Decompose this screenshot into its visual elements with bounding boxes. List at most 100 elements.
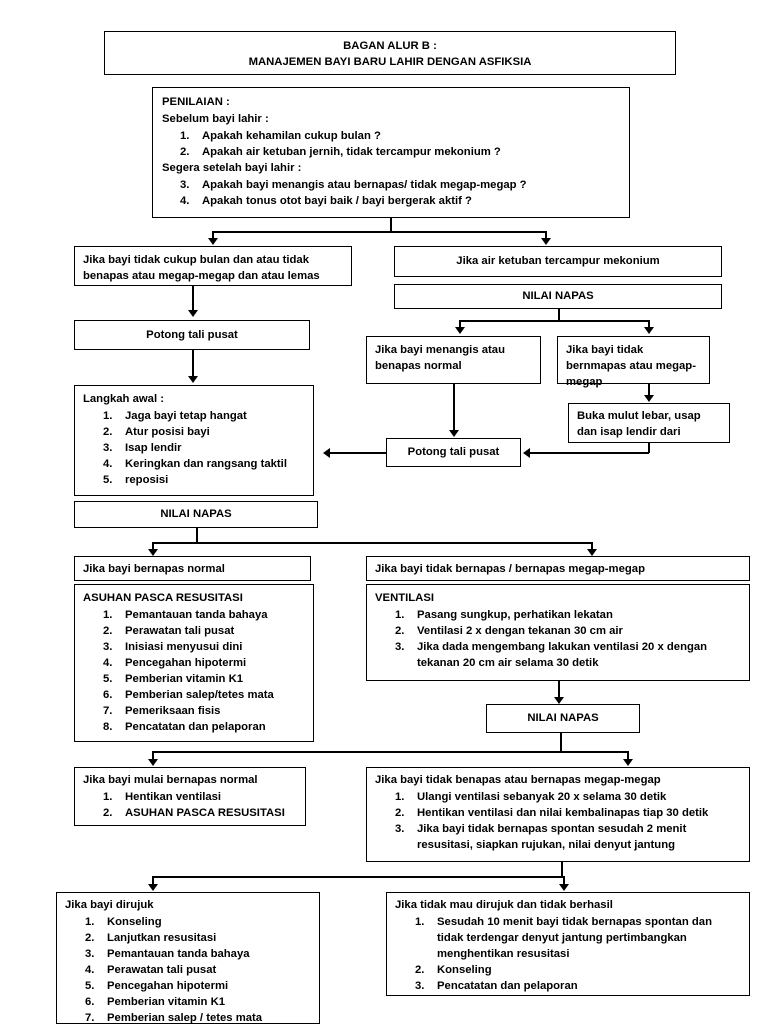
connector-nilai-bus-1 — [152, 542, 592, 544]
list-item: Pemberian vitamin K1 — [85, 994, 226, 1010]
arrow-to-branch-left — [208, 238, 218, 245]
persistent-apnea-box: Jika bayi tidak benapas atau bernapas me… — [366, 767, 750, 862]
chart-title-line2: MANAJEMEN BAYI BARU LAHIR DENGAN ASFIKSI… — [248, 56, 532, 69]
arrow-to-crying — [455, 327, 465, 334]
assess-breath-label-right: NILAI NAPAS — [522, 290, 594, 303]
list-item: Konseling — [85, 914, 162, 930]
arrow-crying-to-cut-cord — [449, 430, 459, 437]
list-item: Pemberian salep / tetes mata — [85, 1010, 263, 1026]
outcome-normal-condition-box: Jika bayi bernapas normal — [74, 556, 311, 581]
list-item: reposisi — [103, 472, 169, 488]
list-item: Ventilasi 2 x dengan tekanan 30 cm air — [395, 623, 623, 639]
arrow-to-initial-steps — [188, 376, 198, 383]
arrow-into-initial-steps — [323, 448, 330, 458]
list-item: Pencatatan dan pelaporan — [415, 978, 578, 994]
outcome-normal-condition-text: Jika bayi bernapas normal — [83, 563, 225, 575]
list-item: Pencatatan dan pelaporan — [103, 719, 266, 735]
branch-left-condition-text: Jika bayi tidak cukup bulan dan atau tid… — [83, 254, 320, 283]
chart-title-box: BAGAN ALUR B : MANAJEMEN BAYI BARU LAHIR… — [104, 31, 676, 75]
list-item: Konseling — [415, 962, 492, 978]
connector-assessment-bus — [212, 231, 546, 233]
no-referral-box: Jika tidak mau dirujuk dan tidak berhasi… — [386, 892, 750, 996]
arrow-to-outcome-apnea — [587, 549, 597, 556]
arrow-to-persistent-apnea — [623, 759, 633, 766]
list-item: Isap lendir — [103, 440, 182, 456]
branch-right-condition-text: Jika air ketuban tercampur mekonium — [456, 255, 660, 268]
list-item: Pemantauan tanda bahaya — [103, 607, 268, 623]
referral-condition-text: Jika bayi dirujuk — [65, 899, 154, 911]
assessment-list-before-birth: Apakah kehamilan cukup bulan ? Apakah ai… — [162, 128, 620, 160]
list-item: Jaga bayi tetap hangat — [103, 408, 247, 424]
persistent-apnea-condition-text: Jika bayi tidak benapas atau bernapas me… — [375, 774, 661, 786]
post-resuscitation-list: Pemantauan tanda bahaya Perawatan tali p… — [83, 607, 305, 735]
outcome-apnea-condition-box: Jika bayi tidak bernapas / bernapas mega… — [366, 556, 750, 581]
connector-ventilation-to-nilai — [558, 681, 560, 698]
ventilation-list: Pasang sungkup, perhatikan lekatan Venti… — [375, 607, 741, 671]
assess-breath-label-ventilation: NILAI NAPAS — [527, 712, 599, 725]
list-item: Pencegahan hipotermi — [103, 655, 247, 671]
connector-nilai2-left-drop — [152, 751, 154, 760]
list-item: Inisiasi menyusui dini — [103, 639, 243, 655]
connector-nilai-left-drop-1 — [152, 542, 154, 550]
branch-right-apnea-text: Jika bayi tidak bernmapas atau megap-meg… — [566, 344, 696, 389]
assess-breath-box-ventilation: NILAI NAPAS — [486, 704, 640, 733]
post-resuscitation-care-box: ASUHAN PASCA RESUSITASI Pemantauan tanda… — [74, 584, 314, 742]
branch-left-cut-cord-text: Potong tali pusat — [146, 328, 238, 341]
post-resuscitation-heading: ASUHAN PASCA RESUSITASI — [83, 592, 243, 604]
assess-breath-label-left: NILAI NAPAS — [160, 508, 232, 521]
persistent-apnea-list: Ulangi ventilasi sebanyak 20 x selama 30… — [375, 789, 741, 853]
connector-assessment-right-drop — [545, 231, 547, 239]
initial-steps-list: Jaga bayi tetap hangat Atur posisi bayi … — [83, 408, 305, 488]
no-referral-condition-text: Jika tidak mau dirujuk dan tidak berhasi… — [395, 899, 613, 911]
connector-right-nilai-stem — [558, 309, 560, 321]
connector-crying-to-cut — [453, 384, 455, 432]
list-item: Sesudah 10 menit bayi tidak bernapas spo… — [415, 914, 712, 961]
branch-right-apnea-box: Jika bayi tidak bernmapas atau megap-meg… — [557, 336, 710, 388]
branch-right-cut-cord-text: Potong tali pusat — [407, 446, 500, 459]
chart-title-line1: BAGAN ALUR B : — [343, 40, 437, 52]
ventilation-box: VENTILASI Pasang sungkup, perhatikan lek… — [366, 584, 750, 681]
connector-assessment-stem — [390, 218, 392, 232]
connector-nilai-right-drop-1 — [591, 542, 593, 550]
branch-left-cut-cord-box: Potong tali pusat — [74, 320, 310, 350]
list-item: Apakah air ketuban jernih, tidak tercamp… — [180, 144, 501, 160]
arrow-to-outcome-normal — [148, 549, 158, 556]
connector-nilai-stem-1 — [196, 528, 198, 543]
list-item: Perawatan tali pusat — [85, 962, 217, 978]
recovery-list: Hentikan ventilasi ASUHAN PASCA RESUSITA… — [83, 789, 297, 821]
initial-steps-heading: Langkah awal : — [83, 393, 164, 405]
arrow-to-clear-airway — [644, 395, 654, 402]
list-item: Apakah bayi menangis atau bernapas/ tida… — [180, 177, 527, 193]
list-item: Pemberian salep/tetes mata — [103, 687, 274, 703]
list-item: Pemeriksaan fisis — [103, 703, 221, 719]
list-item: ASUHAN PASCA RESUSITASI — [103, 805, 285, 821]
connector-bottom-left-drop — [152, 876, 154, 885]
list-item: Jika dada mengembang lakukan ventilasi 2… — [395, 639, 708, 670]
connector-apnea-to-clear — [648, 384, 650, 398]
branch-left-condition-box: Jika bayi tidak cukup bulan dan atau tid… — [74, 246, 352, 286]
connector-left-cond-to-cut — [192, 286, 194, 311]
branch-right-condition-box: Jika air ketuban tercampur mekonium — [394, 246, 722, 277]
connector-bottom-bus — [152, 876, 564, 878]
assess-breath-box-left: NILAI NAPAS — [74, 501, 318, 528]
arrow-to-no-referral — [559, 884, 569, 891]
connector-bottom-stem — [561, 862, 563, 877]
assessment-box: PENILAIAN : Sebelum bayi lahir : Apakah … — [152, 87, 630, 218]
list-item: Jika bayi tidak bernapas spontan sesudah… — [395, 821, 687, 852]
connector-right-nilai-right-drop — [648, 320, 650, 328]
ventilation-heading: VENTILASI — [375, 592, 434, 604]
list-item: Keringkan dan rangsang taktil — [103, 456, 287, 472]
branch-right-crying-text: Jika bayi menangis atau benapas normal — [375, 344, 505, 373]
arrow-to-referral — [148, 884, 158, 891]
clear-airway-text: Buka mulut lebar, usap dan isap lendir d… — [577, 410, 701, 439]
connector-cut-to-initial — [192, 350, 194, 377]
no-referral-list: Sesudah 10 menit bayi tidak bernapas spo… — [395, 914, 741, 994]
connector-right-nilai-bus — [459, 320, 649, 322]
connector-clear-down — [648, 443, 650, 453]
list-item: Pasang sungkup, perhatikan lekatan — [395, 607, 613, 623]
referral-box: Jika bayi dirujuk Konseling Lanjutkan re… — [56, 892, 320, 1026]
list-item: Pemantauan tanda bahaya — [85, 946, 250, 962]
assessment-heading: PENILAIAN : — [162, 96, 230, 108]
list-item: Hentikan ventilasi — [103, 789, 222, 805]
list-item: Hentikan ventilasi dan nilai kembalinapa… — [395, 805, 709, 821]
